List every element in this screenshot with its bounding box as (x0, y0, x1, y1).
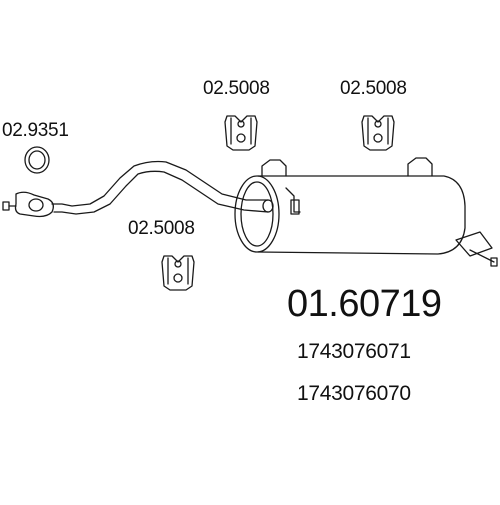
rear-silencer-icon (234, 157, 498, 267)
exhaust-pipe-icon (2, 160, 274, 218)
rubber-hanger-icon (361, 115, 395, 151)
oe-number-1: 1743076071 (297, 340, 411, 363)
oe-number-2: 1743076070 (297, 382, 411, 405)
rubber-hanger-icon (224, 115, 258, 151)
hanger-bottom-part-label: 02.5008 (128, 218, 195, 239)
gasket-ring-icon (24, 146, 50, 174)
rubber-hanger-icon (161, 255, 195, 291)
gasket-part-label: 02.9351 (2, 120, 69, 141)
hanger-top-left-part-label: 02.5008 (203, 78, 270, 99)
hanger-top-right-part-label: 02.5008 (340, 78, 407, 99)
main-part-number: 01.60719 (287, 283, 442, 325)
